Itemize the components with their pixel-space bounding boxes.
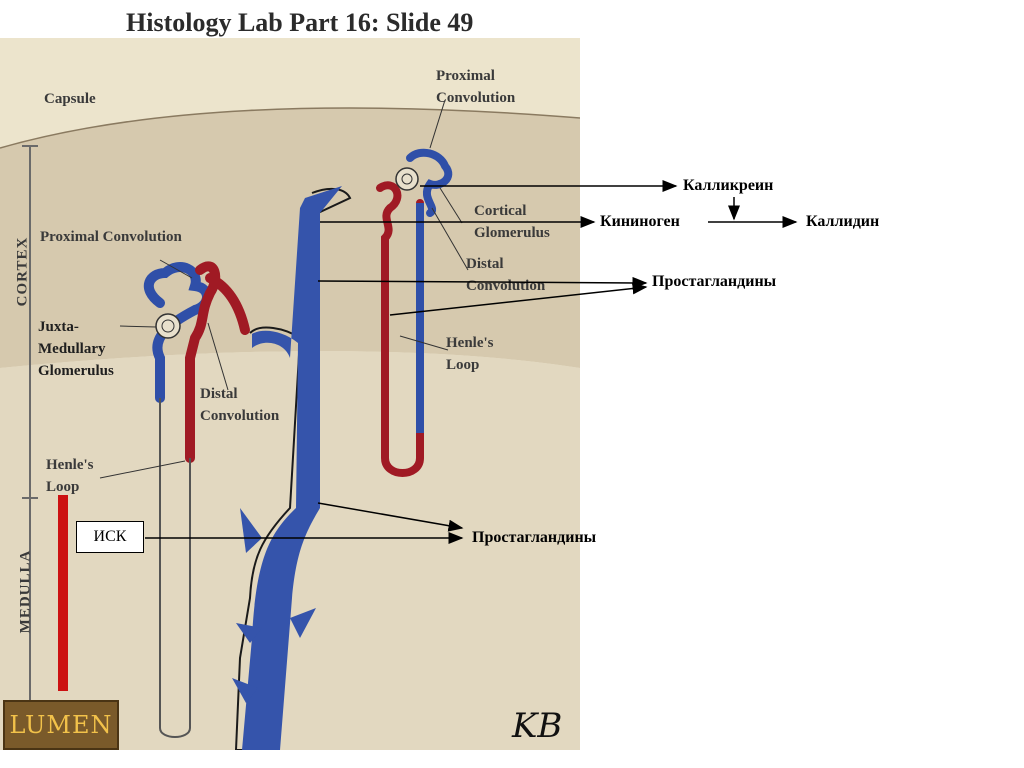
label-proximal-convolution-top: Proximal Convolution <box>436 68 516 106</box>
label-cortex: CORTEX <box>14 236 31 307</box>
label-capsule: Capsule <box>44 91 96 107</box>
slide-title: Histology Lab Part 16: Slide 49 <box>126 8 474 37</box>
collecting-duct <box>242 186 342 750</box>
juxta-henles-loop <box>159 398 191 738</box>
cortical-glomerulus-shape <box>395 167 419 191</box>
red-indicator-bar <box>58 495 68 691</box>
label-kallidin: Каллидин <box>806 213 880 230</box>
label-juxta-medullary-glomerulus: Juxta-Medullary Glomerulus <box>38 319 114 379</box>
juxta-distal-convolution <box>185 261 221 463</box>
lumen-logo: LUMEN <box>3 700 119 750</box>
label-kallikrein: Калликреин <box>683 177 774 194</box>
capsule-line <box>0 107 580 149</box>
label-distal-convolution-left: Distal Convolution <box>200 386 280 424</box>
nephron-figure: Capsule Proximal Convolution Cortical Gl… <box>0 38 580 750</box>
label-henles-loop-right: Henle's Loop <box>446 335 494 373</box>
cortical-proximal-convolution <box>406 148 453 217</box>
label-henles-loop-left: Henle's Loop <box>46 457 94 495</box>
label-medulla: MEDULLA <box>17 549 34 634</box>
label-kininogen: Кининоген <box>600 213 680 230</box>
isk-box: ИСК <box>76 521 144 553</box>
juxta-glomerulus-shape <box>155 313 181 339</box>
label-cortical-glomerulus: Cortical Glomerulus <box>474 203 550 241</box>
cortical-loop-red <box>376 181 424 477</box>
label-prostaglandins-2: Простагландины <box>472 529 597 546</box>
artist-signature: KB <box>512 706 563 746</box>
label-prostaglandins-1: Простагландины <box>652 273 777 290</box>
label-proximal-convolution-left: Proximal Convolution <box>40 229 182 245</box>
label-distal-convolution-right: Distal Convolution <box>466 256 546 294</box>
